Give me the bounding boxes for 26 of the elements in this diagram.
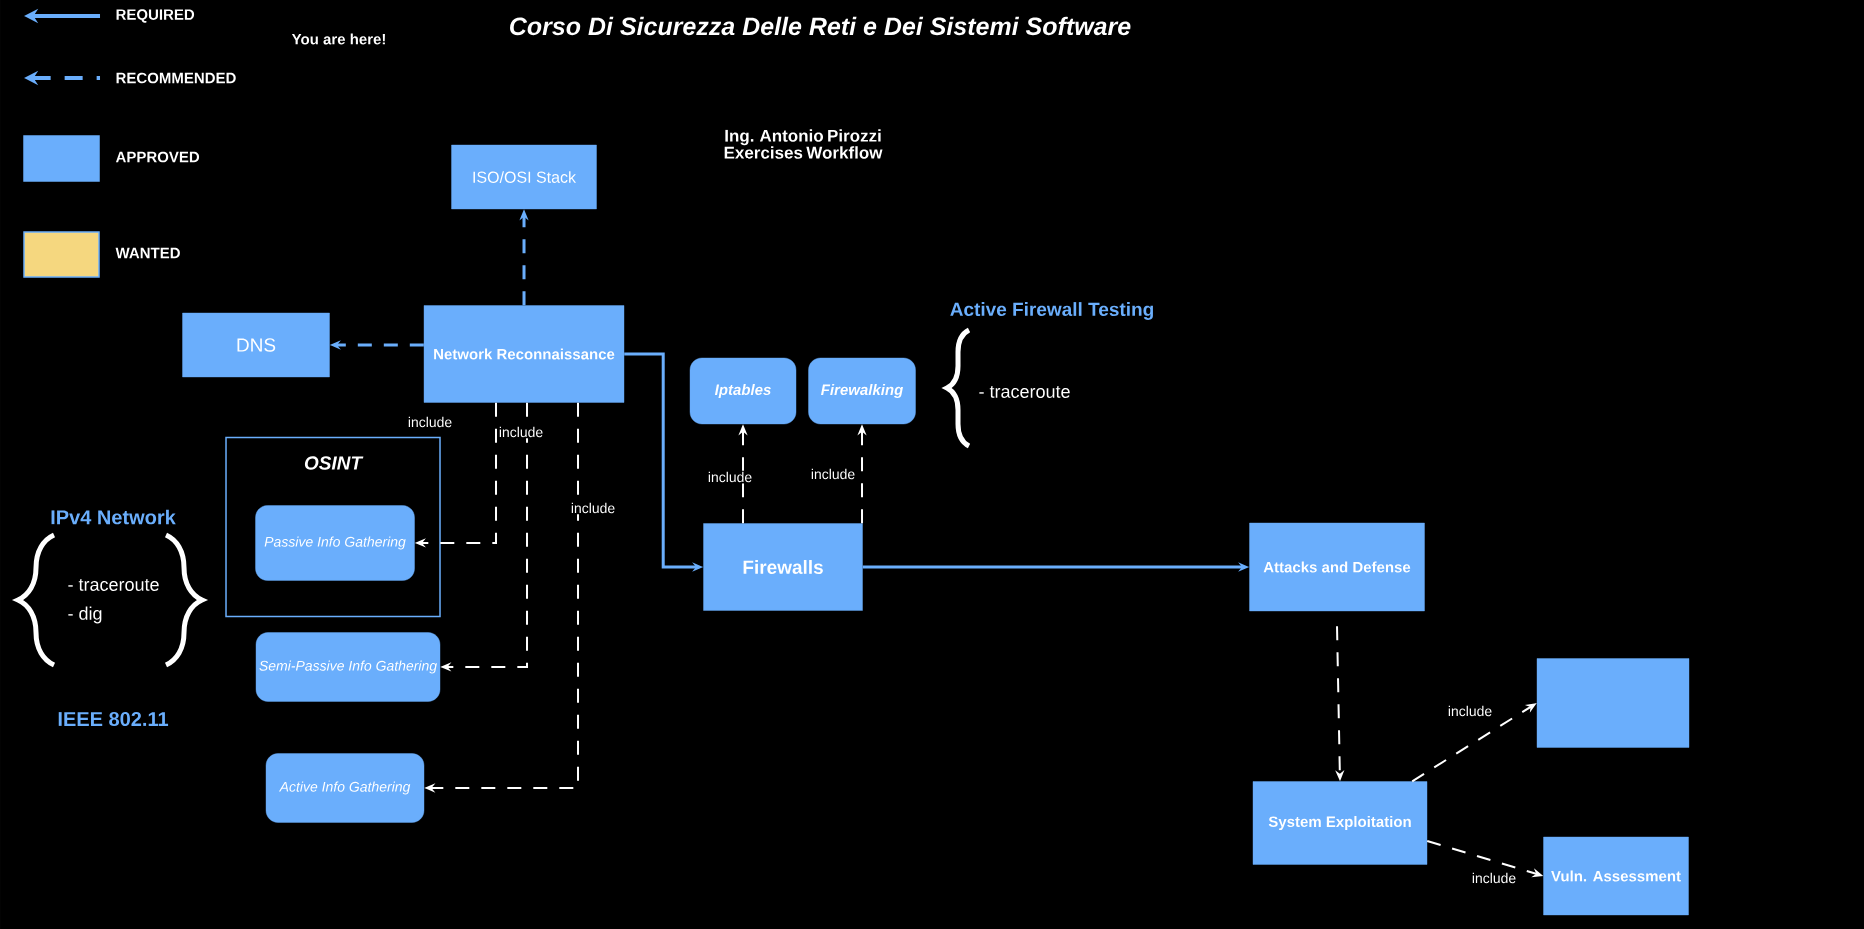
title-text: Corso Di Sicurezza Delle Reti e Dei Sistemi Software [510, 16, 1131, 36]
subtitle-text: Ing. Antonio Pirozzi Exercises Workflow [724, 129, 883, 159]
legend-text: RECOMMENDED [116, 72, 236, 84]
group-heading: IEEE 802.11 [58, 711, 169, 727]
rounded-box: Passive Info Gathering [255, 505, 415, 581]
rounded-box: Semi-Passive Info Gathering [255, 632, 441, 702]
legend-text: APPROVED [115, 151, 200, 163]
note-text: You are here! [291, 33, 385, 45]
process-box: Network Reconnaissance [423, 305, 625, 403]
legend-text: WANTED [115, 247, 180, 259]
list-item: - traceroute [68, 579, 159, 591]
process-box: System Exploitation [1252, 781, 1428, 865]
process-box: DNS [182, 312, 330, 378]
rounded-box: Iptables [689, 357, 797, 425]
group-heading: Active Firewall Testing [950, 302, 1153, 320]
empty-box [1536, 658, 1690, 748]
legend-text: REQUIRED [116, 9, 195, 23]
rounded-box: Firewalking [808, 357, 916, 425]
process-box: Vuln. Assessment [1543, 836, 1689, 916]
process-box: Firewalls [703, 523, 863, 611]
group-heading: IPv4 Network [51, 509, 176, 525]
process-box: ISO/OSI Stack [451, 144, 597, 210]
list-item: - dig [68, 606, 102, 624]
rounded-box: Active Info Gathering [265, 753, 425, 823]
process-box: Attacks and Defense [1249, 522, 1425, 612]
list-item: - traceroute [979, 386, 1070, 398]
